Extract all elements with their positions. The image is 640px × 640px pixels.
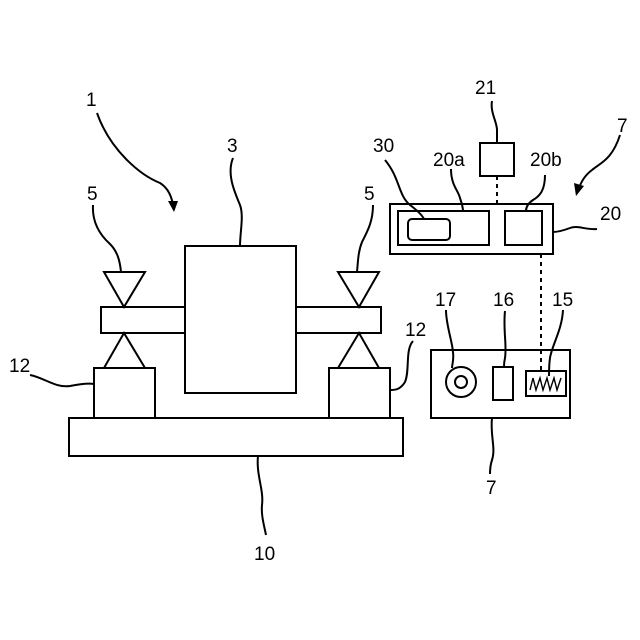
label-bearing-left: 5	[87, 184, 98, 205]
label-rotor: 3	[227, 136, 238, 157]
bearing-right-lower	[338, 333, 379, 368]
label-knob: 17	[435, 290, 456, 311]
support-left	[94, 368, 155, 418]
label-base: 10	[254, 544, 275, 565]
leader-7-top	[578, 135, 620, 192]
leader-12-left	[30, 375, 94, 386]
leader-20	[553, 227, 597, 232]
bearing-right-upper	[338, 272, 379, 307]
bearing-left-lower	[104, 333, 145, 368]
leader-3	[231, 158, 242, 246]
arrow-7-head	[574, 183, 584, 196]
support-right	[329, 368, 390, 418]
label-support-left: 12	[9, 356, 30, 377]
label-module-b: 20b	[530, 150, 562, 171]
module-20b	[505, 211, 542, 245]
label-controller: 20	[600, 204, 621, 225]
base-plate	[69, 418, 403, 456]
bearing-left-upper	[104, 272, 145, 307]
arrow-1-head	[168, 201, 178, 212]
display-module	[408, 219, 450, 240]
leader-5-left	[93, 205, 121, 272]
leader-1	[97, 113, 174, 210]
leader-12-right	[390, 341, 413, 390]
leader-10	[258, 456, 266, 535]
leader-16	[504, 311, 506, 367]
knob-inner	[455, 376, 467, 388]
label-unit-top: 7	[617, 116, 628, 137]
leader-21	[492, 101, 497, 143]
rotor-body	[185, 246, 296, 393]
label-top-box: 21	[475, 78, 496, 99]
slot-element	[493, 367, 513, 400]
top-box	[480, 143, 514, 176]
label-module-a: 20a	[433, 150, 465, 171]
label-machine: 1	[86, 90, 97, 111]
label-bearing-right: 5	[364, 184, 375, 205]
label-unit-bottom: 7	[486, 478, 497, 499]
leader-5-right	[357, 205, 373, 272]
label-wave-window: 15	[552, 290, 573, 311]
label-support-right: 12	[405, 320, 426, 341]
label-display-module: 30	[373, 136, 394, 157]
label-slot: 16	[493, 290, 514, 311]
leader-7-bottom	[490, 418, 493, 474]
